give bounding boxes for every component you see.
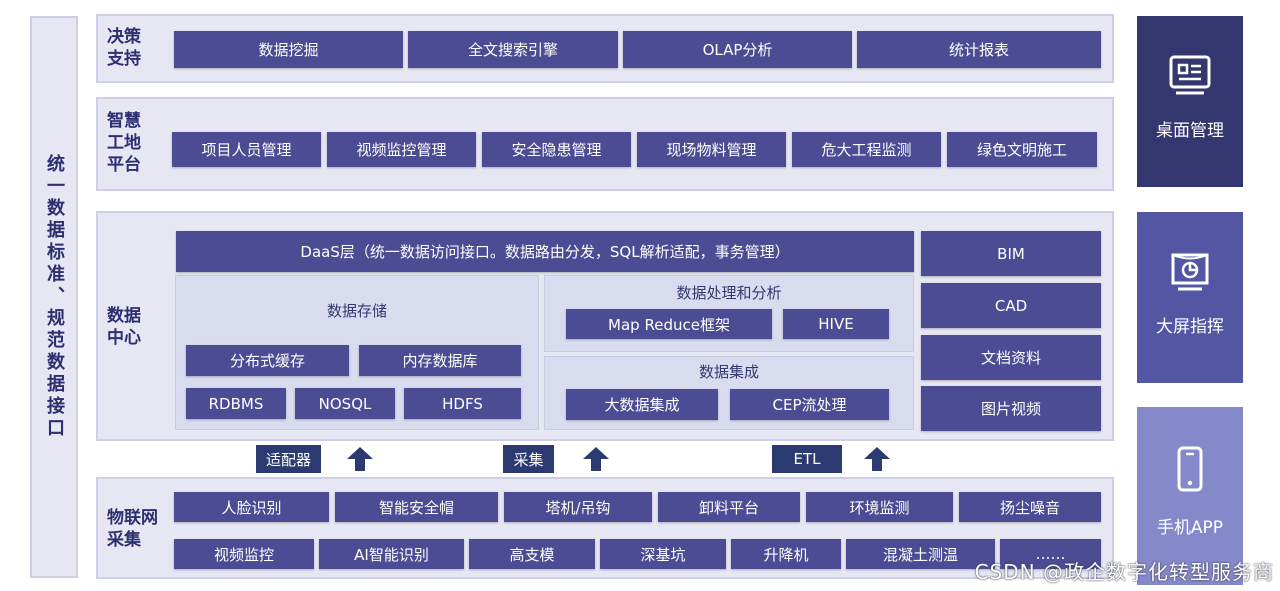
iot-item: 塔机/吊钩: [504, 492, 652, 522]
processing-item: Map Reduce框架: [566, 309, 772, 339]
iot-item: 视频监控: [174, 539, 314, 569]
decision-item: 全文搜索引擎: [408, 31, 618, 68]
data-center-label: 数据 中心: [107, 306, 141, 348]
unified-standard-panel: 统一数据标准、规范数据接口: [30, 16, 78, 578]
big-screen-card: 大屏指挥: [1137, 212, 1243, 383]
processing-item: HIVE: [783, 309, 889, 339]
iot-item: 混凝土测温: [846, 539, 995, 569]
mobile-phone-icon: [1177, 446, 1203, 492]
decision-item: 数据挖掘: [174, 31, 403, 68]
iot-item: 深基坑: [600, 539, 726, 569]
etl-tag: ETL: [772, 445, 842, 473]
iot-item: 升降机: [731, 539, 841, 569]
iot-item: 环境监测: [806, 492, 953, 522]
desktop-management-label: 桌面管理: [1156, 121, 1224, 141]
decision-item: 统计报表: [857, 31, 1101, 68]
mobile-app-label: 手机APP: [1156, 518, 1224, 538]
smart-site-item: 危大工程监测: [792, 132, 941, 167]
smart-site-item: 项目人员管理: [172, 132, 321, 167]
collect-tag: 采集: [503, 445, 554, 473]
desktop-icon: [1169, 55, 1211, 95]
iot-item: 人脸识别: [174, 492, 329, 522]
unified-standard-label: 统一数据标准、规范数据接口: [44, 154, 65, 440]
file-type-item: CAD: [921, 283, 1101, 328]
decision-item: OLAP分析: [623, 31, 852, 68]
file-type-item: 图片视频: [921, 386, 1101, 431]
smart-site-item: 视频监控管理: [327, 132, 476, 167]
smart-site-item: 安全隐患管理: [482, 132, 631, 167]
iot-item: 高支模: [469, 539, 595, 569]
storage-item: 内存数据库: [359, 345, 521, 376]
integration-item: CEP流处理: [730, 389, 889, 420]
storage-item: NOSQL: [295, 388, 395, 419]
storage-item: RDBMS: [186, 388, 286, 419]
decision-support-label: 决策 支持: [107, 27, 141, 69]
desktop-management-card: 桌面管理: [1137, 16, 1243, 187]
big-screen-icon: [1171, 253, 1209, 291]
iot-item: ……: [1000, 539, 1101, 569]
iot-collection-label: 物联网 采集: [107, 508, 158, 550]
smart-site-item: 绿色文明施工: [947, 132, 1097, 167]
big-screen-label: 大屏指挥: [1156, 317, 1224, 337]
iot-item: 卸料平台: [658, 492, 800, 522]
file-type-item: 文档资料: [921, 335, 1101, 380]
file-type-item: BIM: [921, 231, 1101, 276]
iot-item: AI智能识别: [319, 539, 464, 569]
watermark: CSDN @政企数字化转型服务商: [974, 560, 1274, 584]
data-storage-title: 数据存储: [326, 302, 387, 320]
daas-layer: DaaS层（统一数据访问接口。数据路由分发，SQL解析适配，事务管理）: [176, 231, 914, 272]
smart-site-item: 现场物料管理: [637, 132, 786, 167]
storage-item: HDFS: [404, 388, 521, 419]
data-processing-title: 数据处理和分析: [676, 284, 782, 302]
storage-item: 分布式缓存: [186, 345, 349, 376]
iot-item: 扬尘噪音: [959, 492, 1101, 522]
smart-site-label: 智慧 工地 平台: [107, 111, 141, 175]
adapter-tag: 适配器: [256, 445, 321, 473]
data-integration-title: 数据集成: [698, 363, 759, 381]
iot-item: 智能安全帽: [335, 492, 498, 522]
mobile-app-card: 手机APP: [1137, 407, 1243, 585]
integration-item: 大数据集成: [566, 389, 718, 420]
